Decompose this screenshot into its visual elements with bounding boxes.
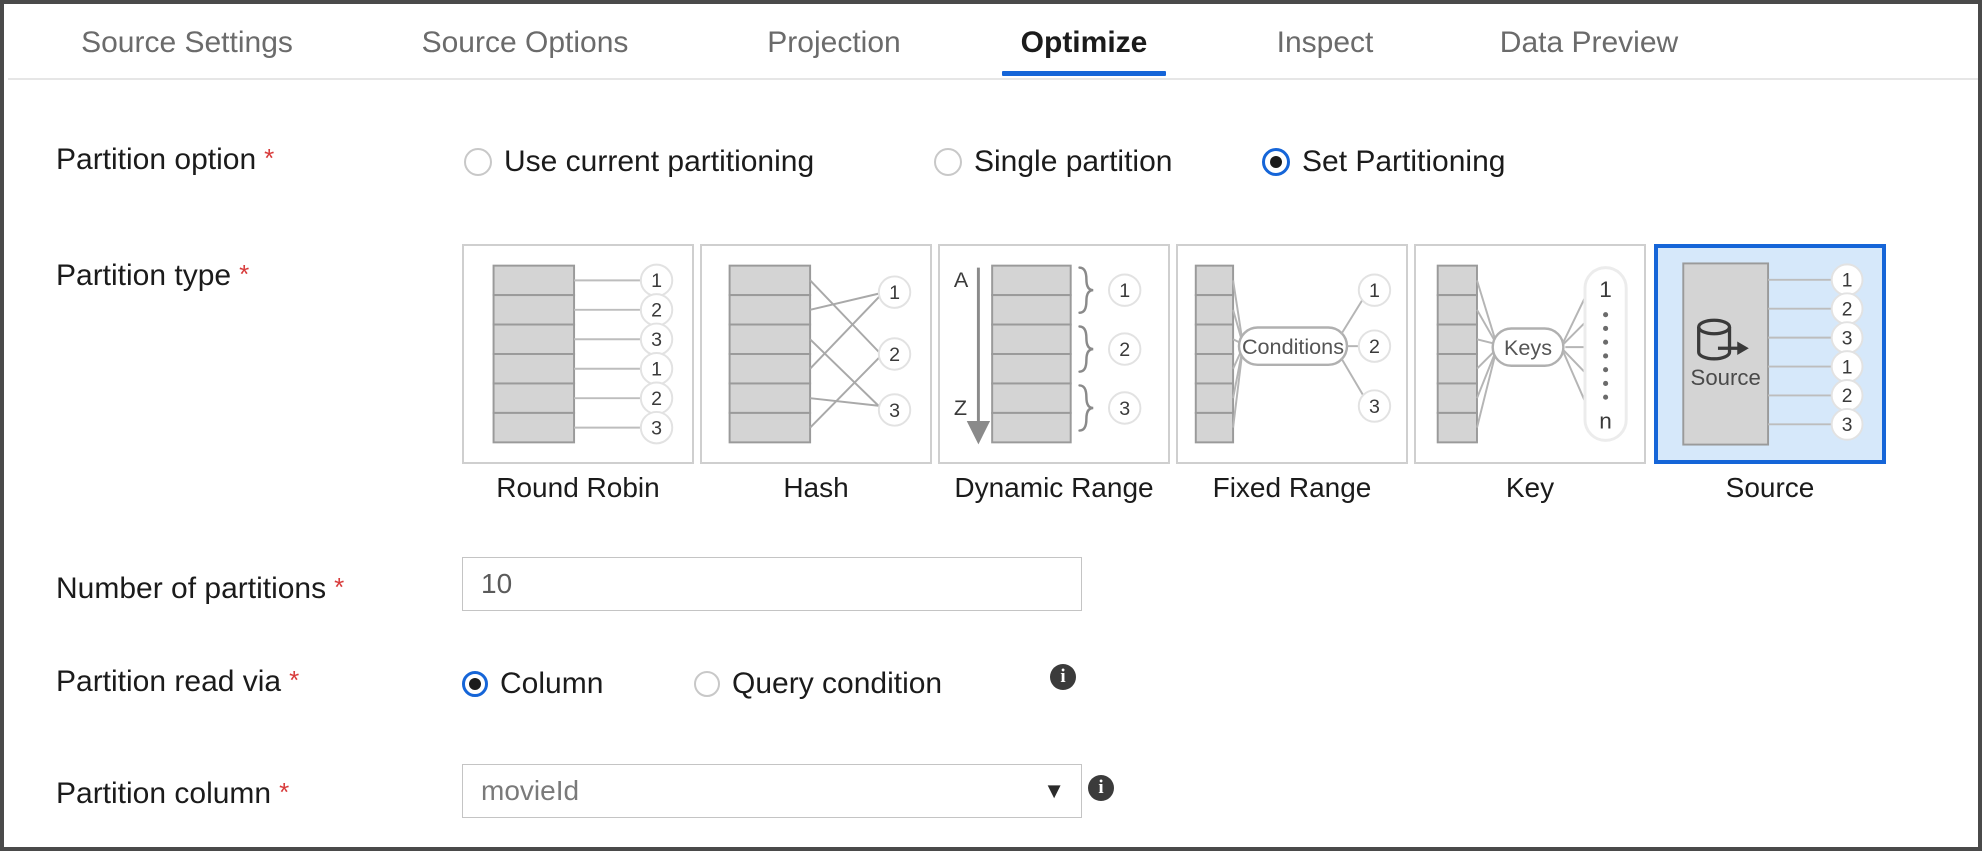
radio-dot [934,148,962,176]
select-value: movieId [481,775,580,806]
tab-label: Source Settings [81,26,293,59]
svg-text:2: 2 [1369,336,1380,358]
required-asterisk: * [279,777,290,807]
radio-dot [464,148,492,176]
required-asterisk: * [264,143,275,173]
partition-column-label: Partition column* [56,777,289,811]
dynamic-range-start-letter: A [954,267,969,292]
dynamic-range-diagram: A Z [954,264,1142,445]
keys-pill-label: Keys [1504,335,1552,360]
radio-label: Column [500,667,604,700]
svg-text:3: 3 [651,329,662,351]
dynamic-range-end-letter: Z [954,395,967,420]
svg-text:3: 3 [1842,328,1853,349]
partition-column-select[interactable]: movieId ▼ [462,764,1082,818]
key-capsule-top-label: 1 [1599,277,1612,302]
tab-inspect[interactable]: Inspect [1252,8,1398,78]
database-arrow-icon [1697,318,1742,361]
svg-text:2: 2 [651,388,662,410]
radio-dot [694,671,720,697]
info-icon[interactable]: i [1088,775,1114,801]
label-text: Partition option [56,143,257,176]
partition-card-key[interactable]: Keys 1 n [1414,244,1646,464]
conditions-pill-label: Conditions [1242,334,1344,359]
svg-text:1: 1 [1119,280,1130,302]
radio-set-partitioning[interactable]: Set Partitioning [1262,145,1505,179]
svg-text:1: 1 [889,282,900,304]
svg-text:2: 2 [1842,299,1853,320]
label-text: Partition read via [56,665,282,698]
partition-card-label-fixed-range: Fixed Range [1212,472,1372,503]
svg-text:1: 1 [1842,357,1853,378]
keys-pill [1491,327,1565,368]
label-text: Partition type [56,259,232,292]
radio-label: Query condition [732,667,943,700]
tab-label: Data Preview [1499,26,1679,59]
radio-single-partition[interactable]: Single partition [934,145,1172,179]
source-diagram: Source 1 2 3 1 2 3 [1682,262,1864,446]
label-text: Number of partitions [56,572,327,605]
svg-text:1: 1 [1842,271,1853,292]
radio-column[interactable]: Column [462,667,603,701]
partition-card-fixed-range[interactable]: Conditions 1 2 3 [1176,244,1408,464]
svg-text:3: 3 [1369,396,1380,418]
tab-underline [1002,71,1166,76]
svg-text:2: 2 [889,344,900,366]
tab-source-options[interactable]: Source Options [406,8,644,78]
tab-label: Inspect [1276,26,1374,59]
svg-text:1: 1 [651,270,662,292]
radio-query-condition[interactable]: Query condition [694,667,942,701]
number-of-partitions-input[interactable]: 10 [462,557,1082,611]
svg-text:3: 3 [1119,398,1130,420]
number-of-partitions-label: Number of partitions* [56,572,344,606]
partition-card-source[interactable]: Source 1 2 3 1 2 3 [1654,244,1886,464]
svg-text:2: 2 [1119,339,1130,361]
partition-card-hash[interactable]: 1 2 3 [700,244,932,464]
svg-text:2: 2 [1842,386,1853,407]
tab-projection[interactable]: Projection [744,8,924,78]
tab-source-settings[interactable]: Source Settings [68,8,306,78]
partition-type-label: Partition type* [56,259,249,293]
partition-card-label-key: Key [1505,472,1555,503]
input-value: 10 [481,568,513,599]
label-text: Partition column [56,777,272,810]
radio-dot [1262,148,1290,176]
partition-card-dynamic-range[interactable]: A Z [938,244,1170,464]
partition-card-round-robin[interactable]: 1 2 3 1 2 3 [462,244,694,464]
svg-text:3: 3 [651,418,662,440]
chevron-down-icon[interactable]: ▼ [1043,778,1065,803]
tab-optimize[interactable]: Optimize [994,8,1174,78]
partition-card-label-source: Source [1725,472,1815,503]
svg-text:1: 1 [651,359,662,381]
radio-use-current-partitioning[interactable]: Use current partitioning [464,145,814,179]
partition-option-label: Partition option* [56,143,274,177]
svg-text:2: 2 [651,300,662,322]
tab-label: Projection [767,26,901,59]
required-asterisk: * [289,665,300,695]
tab-strip: Source Settings Source Options Projectio… [8,8,1978,80]
key-capsule-bottom-label: n [1599,409,1612,434]
svg-text:3: 3 [889,400,900,422]
fixed-range-diagram: Conditions 1 2 3 [1194,264,1392,444]
partition-read-via-label: Partition read via* [56,665,299,699]
key-diagram: Keys 1 n [1436,264,1628,444]
required-asterisk: * [239,259,250,289]
tab-label: Source Options [421,26,629,59]
info-icon[interactable]: i [1050,664,1076,690]
tab-label: Optimize [1020,26,1148,59]
partition-card-label-dynamic-range: Dynamic Range [954,472,1154,503]
svg-text:1: 1 [1369,280,1380,302]
radio-label: Single partition [974,145,1173,178]
radio-label: Use current partitioning [504,145,815,178]
tab-data-preview[interactable]: Data Preview [1478,8,1700,78]
round-robin-diagram: 1 2 3 1 2 3 [492,263,674,445]
partition-card-label-round-robin: Round Robin [496,472,660,503]
radio-label: Set Partitioning [1302,145,1506,178]
svg-text:3: 3 [1842,415,1853,436]
partition-card-label-hash: Hash [783,472,849,503]
source-icon-label: Source [1691,365,1761,390]
radio-dot [462,671,488,697]
hash-diagram: 1 2 3 [728,264,912,444]
required-asterisk: * [334,572,345,602]
